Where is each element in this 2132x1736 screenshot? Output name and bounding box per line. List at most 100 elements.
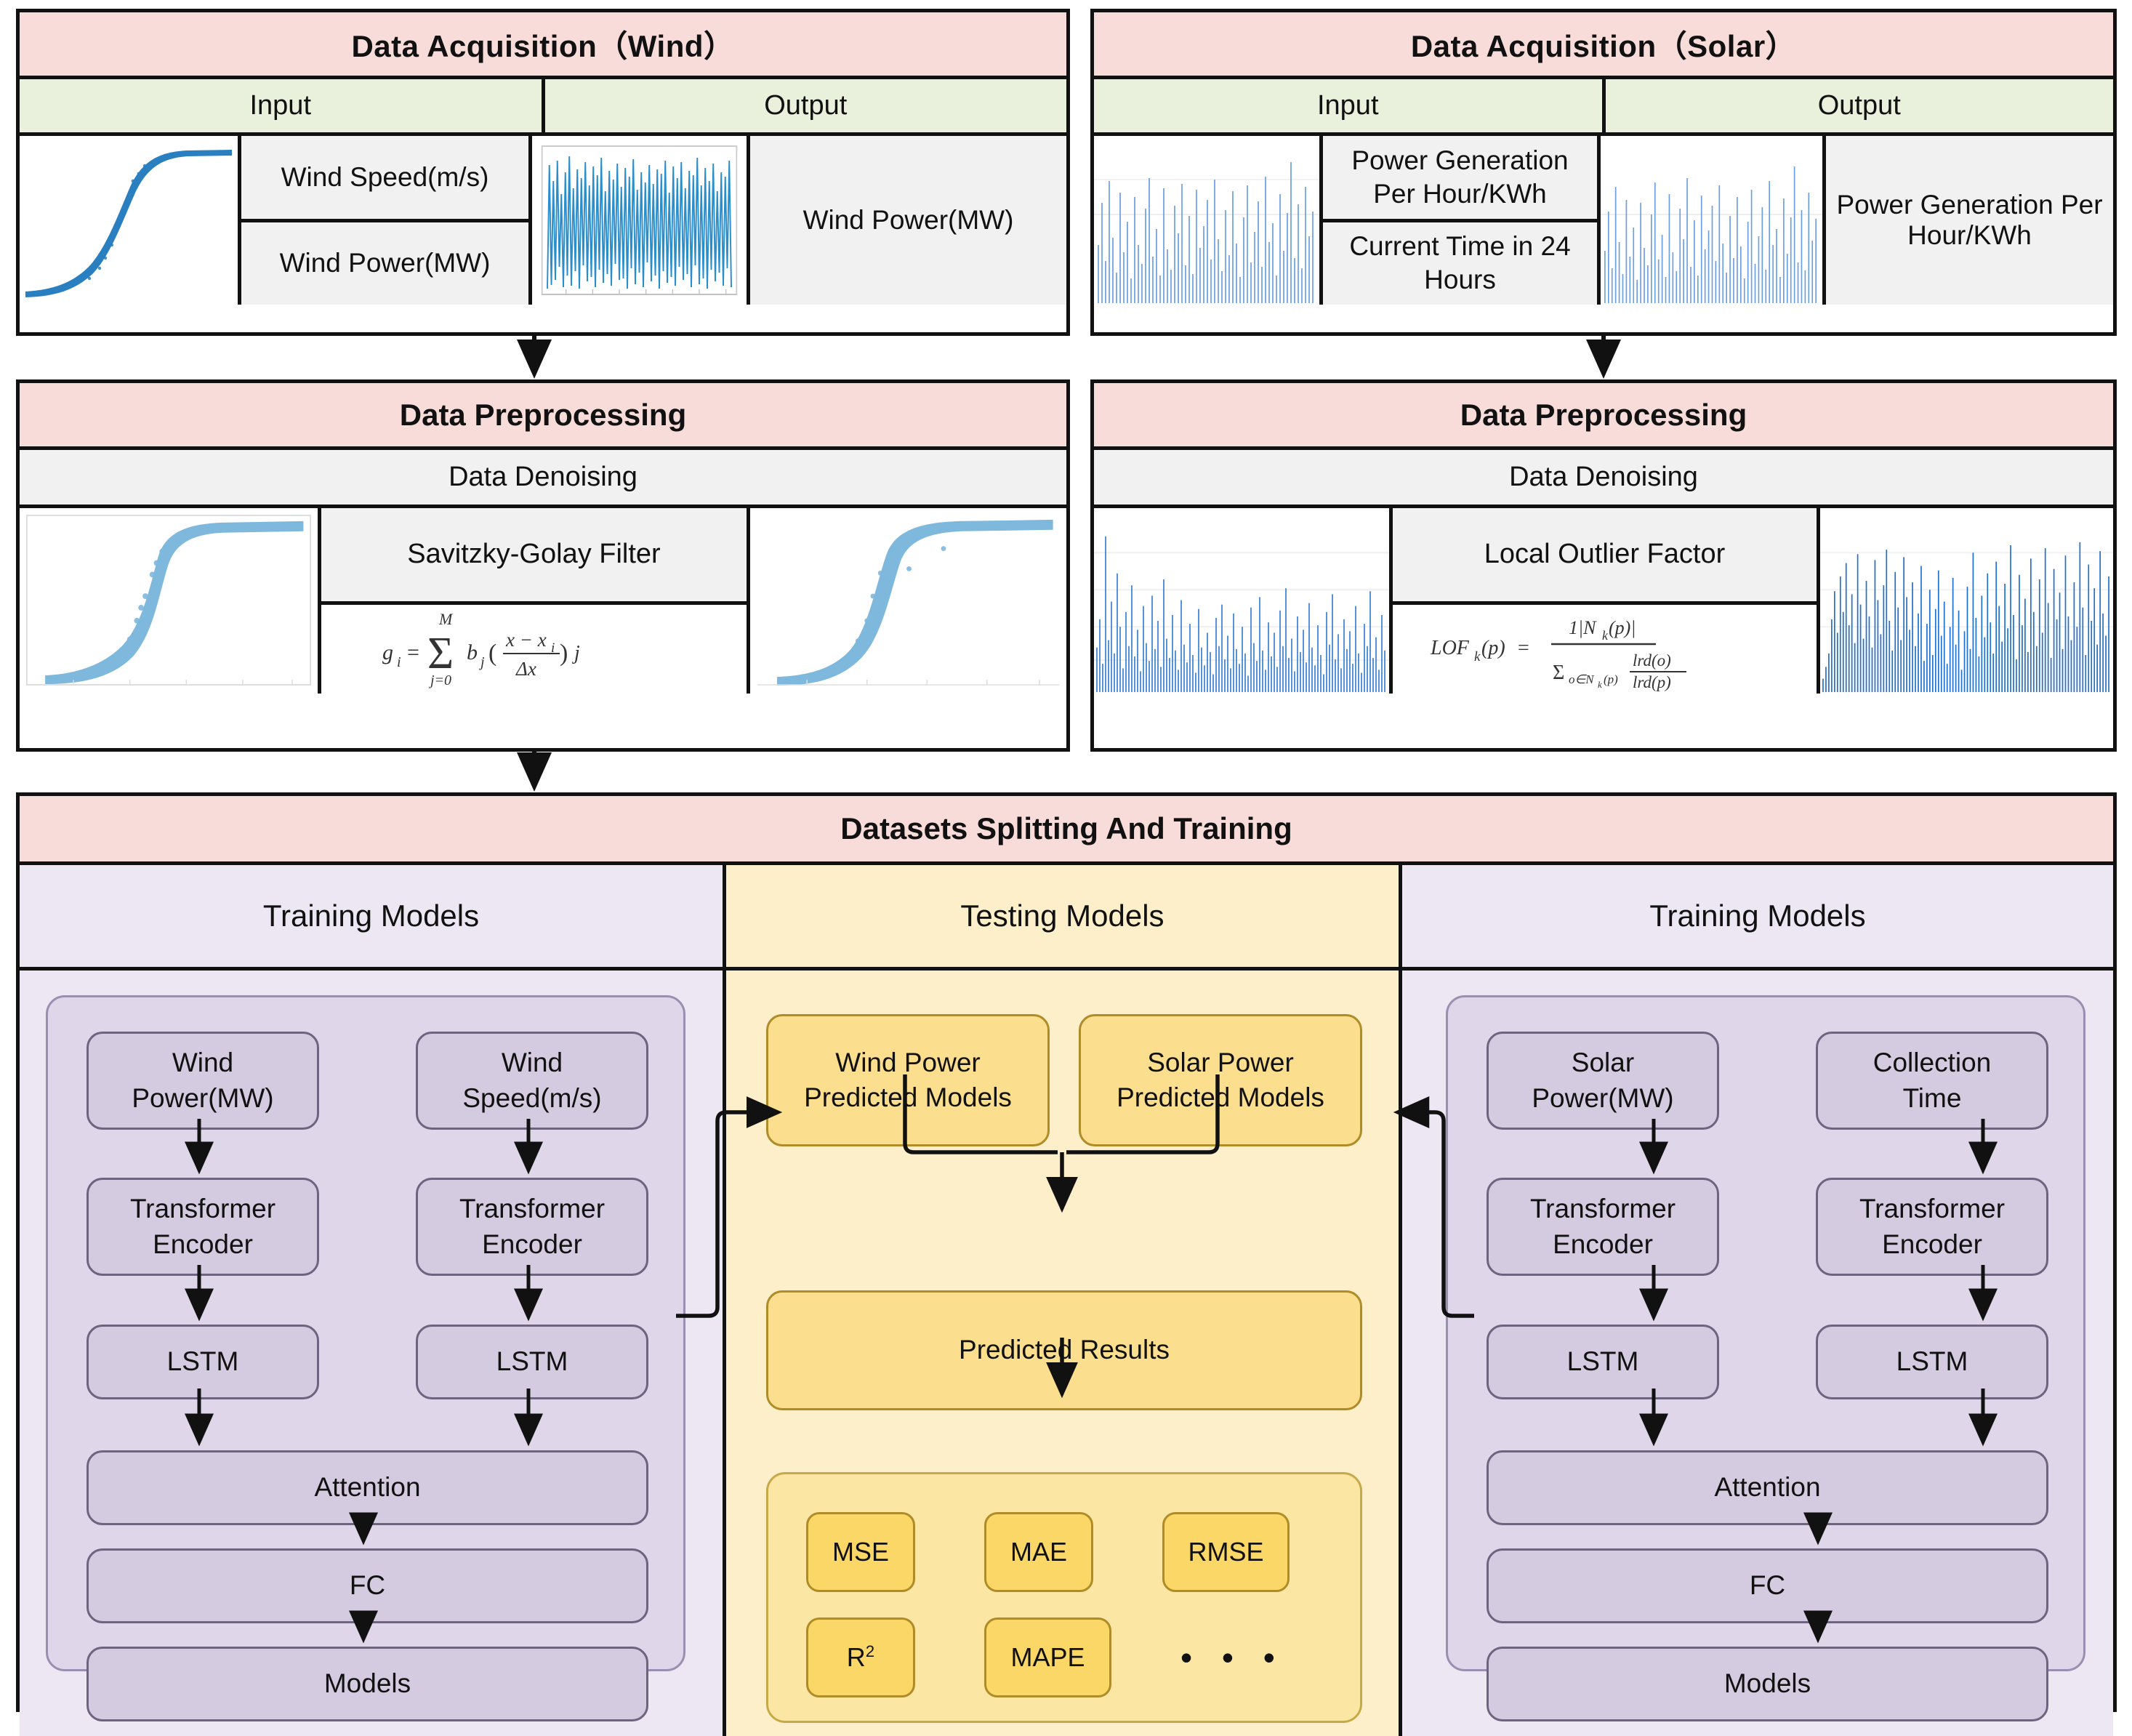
acquisition-wind-input-labels: Wind Speed(m/s) Wind Power(MW) xyxy=(238,136,528,305)
acquisition-wind-input-label-0: Wind Speed(m/s) xyxy=(241,136,528,219)
acquisition-wind-output-label: Wind Power(MW) xyxy=(747,136,1066,305)
acquisition-solar-input-labels: Power Generation Per Hour/KWh Current Ti… xyxy=(1319,136,1597,305)
solar-noisy-spikes-plot xyxy=(1094,508,1389,694)
training-column-wind-body: Wind Power(MW) Wind Speed(m/s) Transform… xyxy=(20,971,723,1736)
metric-mape[interactable]: MAPE xyxy=(984,1618,1111,1697)
acquisition-wind-body: Wind Speed(m/s) Wind Power(MW) xyxy=(20,136,1066,305)
metric-label: MAPE xyxy=(1010,1642,1085,1672)
node-wind-power-lstm[interactable]: LSTM xyxy=(87,1325,319,1399)
node-wind-attention[interactable]: Attention xyxy=(87,1450,648,1525)
node-label: LSTM xyxy=(496,1346,568,1377)
node-wind-power-predicted-models[interactable]: Wind Power Predicted Models xyxy=(766,1014,1050,1146)
datasets-splitting-and-training-panel: Datasets Splitting And Training Training… xyxy=(16,792,2117,1736)
acquisition-solar-io-header: Input Output xyxy=(1094,79,2113,136)
node-label: Solar Power Predicted Models xyxy=(1117,1047,1324,1112)
node-label: LSTM xyxy=(1566,1346,1639,1377)
svg-text:g: g xyxy=(382,640,393,664)
metric-r-squared[interactable]: R2 xyxy=(806,1618,915,1697)
wind-scatter-denoised-plot xyxy=(747,508,1066,694)
metric-rmse[interactable]: RMSE xyxy=(1162,1512,1290,1592)
node-wind-speed-lstm[interactable]: LSTM xyxy=(416,1325,648,1399)
svg-text:i: i xyxy=(551,640,555,656)
svg-text:Σ: Σ xyxy=(427,629,454,678)
svg-text:j: j xyxy=(478,654,485,670)
node-wind-power-input[interactable]: Wind Power(MW) xyxy=(87,1032,319,1130)
preprocessing-wind-title: Data Preprocessing xyxy=(20,383,1066,450)
node-label: Collection Time xyxy=(1872,1048,1992,1113)
node-wind-fc[interactable]: FC xyxy=(87,1548,648,1623)
svg-text:k: k xyxy=(1474,649,1481,664)
svg-text:(p): (p) xyxy=(1604,672,1618,686)
node-label: Transformer Encoder xyxy=(459,1194,606,1259)
node-wind-speed-transformer-encoder[interactable]: Transformer Encoder xyxy=(416,1178,648,1276)
svg-text:=: = xyxy=(407,640,419,664)
node-collection-time-transformer-encoder[interactable]: Transformer Encoder xyxy=(1816,1178,2048,1276)
svg-text:Δx: Δx xyxy=(515,658,536,680)
svg-text:1|N: 1|N xyxy=(1569,617,1597,638)
node-wind-speed-input[interactable]: Wind Speed(m/s) xyxy=(416,1032,648,1130)
metric-label: R2 xyxy=(846,1642,875,1672)
acquisition-solar-output-header: Output xyxy=(1601,79,2113,132)
node-solar-power-lstm[interactable]: LSTM xyxy=(1487,1325,1719,1399)
metric-mse[interactable]: MSE xyxy=(806,1512,915,1592)
datasets-columns: Training Models Wind Power(MW) Wind Spee… xyxy=(20,865,2113,1736)
node-label: FC xyxy=(349,1570,386,1601)
svg-text:k: k xyxy=(1598,679,1602,690)
svg-text:j: j xyxy=(572,642,580,664)
svg-text:k: k xyxy=(1602,628,1609,643)
svg-text:i: i xyxy=(397,654,401,670)
svg-text:LOF: LOF xyxy=(1430,637,1470,659)
svg-text:(p): (p) xyxy=(1481,637,1505,659)
node-label: Models xyxy=(323,1668,411,1699)
training-column-wind-header: Training Models xyxy=(20,865,723,971)
node-predicted-results[interactable]: Predicted Results xyxy=(766,1290,1362,1410)
node-solar-fc[interactable]: FC xyxy=(1487,1548,2048,1623)
node-wind-power-transformer-encoder[interactable]: Transformer Encoder xyxy=(87,1178,319,1276)
node-solar-power-predicted-models[interactable]: Solar Power Predicted Models xyxy=(1079,1014,1362,1146)
acquisition-wind-output-header: Output xyxy=(541,79,1066,132)
preprocessing-wind-method: Savitzky-Golay Filter xyxy=(321,508,747,605)
node-collection-time-input[interactable]: Collection Time xyxy=(1816,1032,2048,1130)
node-wind-models[interactable]: Models xyxy=(87,1647,648,1721)
node-label: Wind Speed(m/s) xyxy=(462,1048,602,1113)
node-label: Solar Power(MW) xyxy=(1532,1048,1674,1113)
preprocessing-wind-body: Savitzky-Golay Filter g i = M Σ j=0 b j … xyxy=(20,508,1066,694)
preprocessing-solar-body: Local Outlier Factor LOF k (p) = 1|N k (… xyxy=(1094,508,2113,694)
node-label: Attention xyxy=(314,1472,421,1503)
data-preprocessing-solar-panel: Data Preprocessing Data Denoising xyxy=(1090,379,2117,752)
training-column-solar-body: Solar Power(MW) Collection Time Transfor… xyxy=(1402,971,2113,1736)
node-label: Wind Power(MW) xyxy=(132,1048,274,1113)
acquisition-solar-input-label-1: Current Time in 24 Hours xyxy=(1323,218,1597,305)
datasets-title: Datasets Splitting And Training xyxy=(20,796,2113,865)
node-solar-power-transformer-encoder[interactable]: Transformer Encoder xyxy=(1487,1178,1719,1276)
svg-text:o∈N: o∈N xyxy=(1569,672,1595,686)
testing-column: Testing Models Wind Power Predicted Mode… xyxy=(723,865,1399,1736)
node-label: LSTM xyxy=(166,1346,239,1377)
local-outlier-factor-formula: LOF k (p) = 1|N k (p)| Σ o∈N k (p) xyxy=(1393,604,1817,694)
acquisition-solar-body: Power Generation Per Hour/KWh Current Ti… xyxy=(1094,136,2113,305)
metric-mae[interactable]: MAE xyxy=(984,1512,1093,1592)
svg-text:): ) xyxy=(560,640,568,667)
testing-column-header: Testing Models xyxy=(726,865,1399,971)
wind-scatter-noisy-plot xyxy=(20,508,318,694)
node-solar-models[interactable]: Models xyxy=(1487,1647,2048,1721)
svg-text:lrd(p): lrd(p) xyxy=(1633,673,1671,691)
acquisition-wind-input-header: Input xyxy=(20,79,542,132)
preprocessing-wind-subtitle: Data Denoising xyxy=(20,450,1066,508)
data-acquisition-solar-panel: Data Acquisition（Solar） Input Output xyxy=(1090,9,2117,336)
svg-text:M: M xyxy=(438,610,454,628)
testing-column-body: Wind Power Predicted Models Solar Power … xyxy=(726,971,1399,1736)
acquisition-solar-input-header: Input xyxy=(1094,79,1602,132)
node-collection-time-lstm[interactable]: LSTM xyxy=(1816,1325,2048,1399)
node-label: Models xyxy=(1723,1668,1811,1699)
metric-label: RMSE xyxy=(1188,1537,1264,1567)
data-acquisition-wind-panel: Data Acquisition（Wind） Input Output xyxy=(16,9,1070,336)
node-label: FC xyxy=(1749,1570,1786,1601)
svg-text:lrd(o): lrd(o) xyxy=(1633,651,1671,670)
preprocessing-solar-method-block: Local Outlier Factor LOF k (p) = 1|N k (… xyxy=(1389,508,1817,694)
solar-generation-input-plot xyxy=(1094,136,1319,305)
node-solar-power-input[interactable]: Solar Power(MW) xyxy=(1487,1032,1719,1130)
node-solar-attention[interactable]: Attention xyxy=(1487,1450,2048,1525)
training-column-solar: Training Models Solar Power(MW) Collecti… xyxy=(1399,865,2113,1736)
